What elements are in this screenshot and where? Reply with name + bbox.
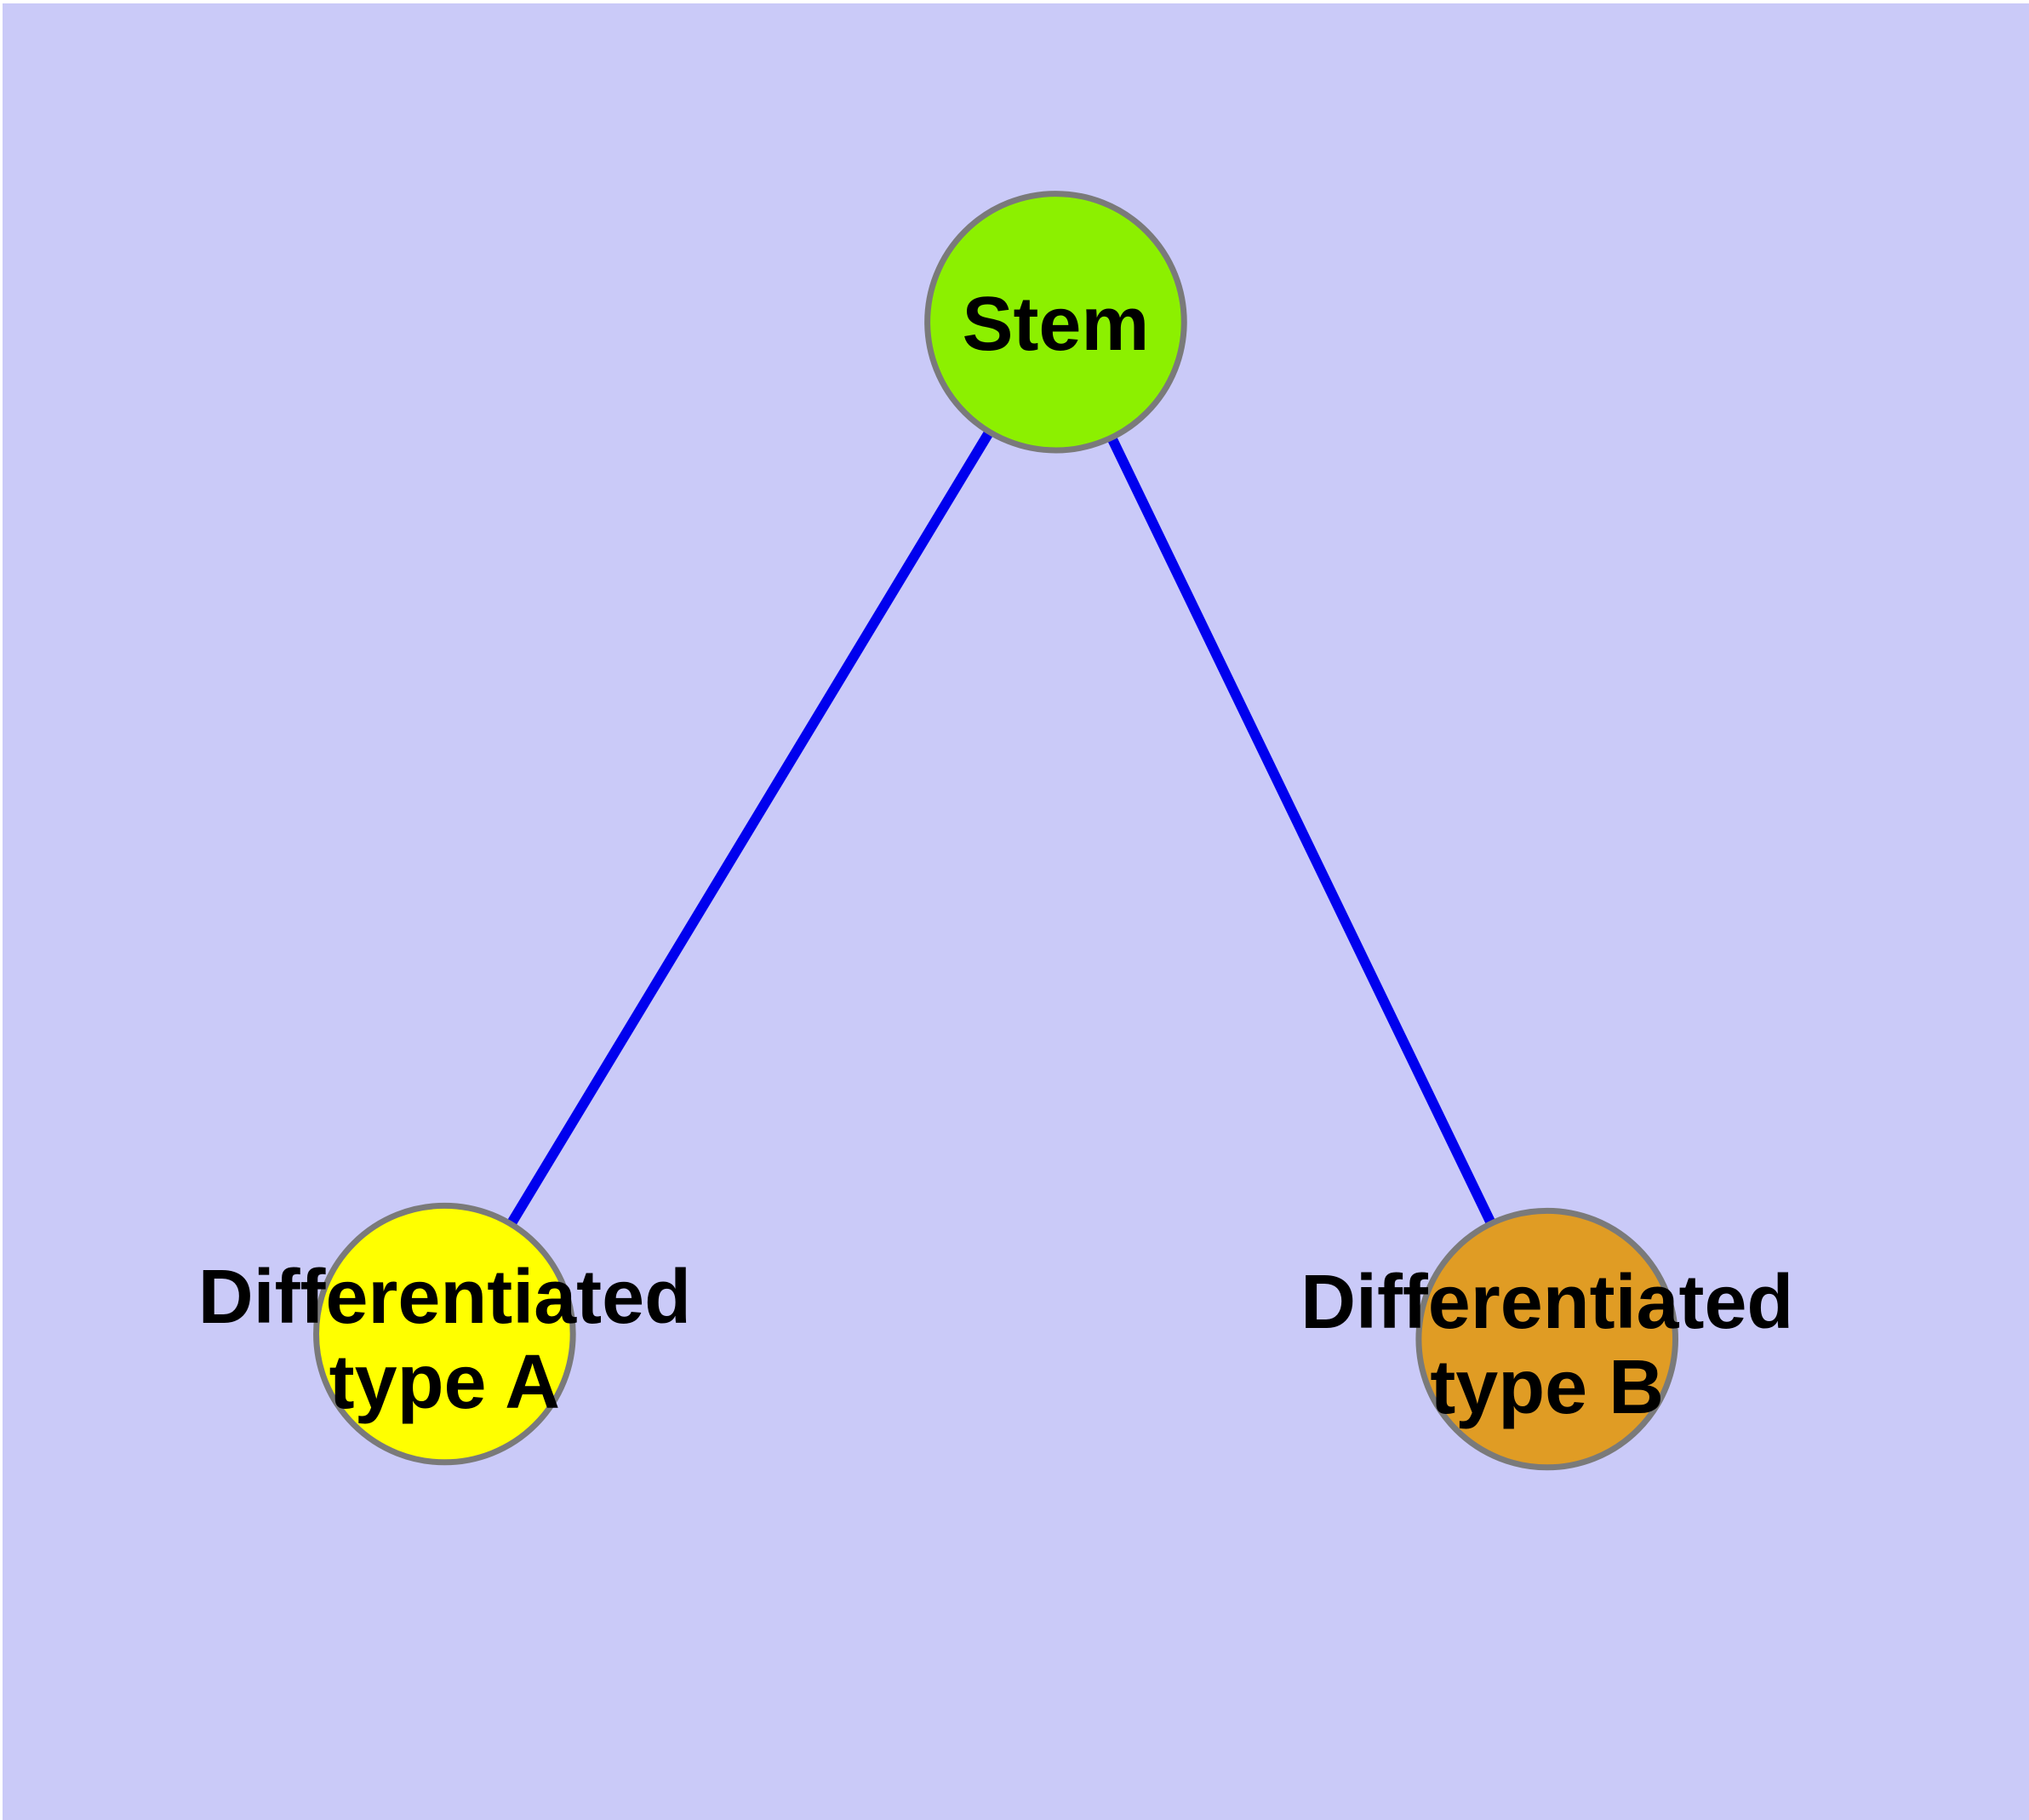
node-type-a-label-line2: type A xyxy=(329,1340,560,1425)
node-stem[interactable] xyxy=(924,191,1187,454)
node-differentiated-type-b[interactable] xyxy=(1415,1207,1679,1471)
node-type-a-label-line1: Differentiated xyxy=(198,1255,691,1340)
node-type-b-label-line1: Differentiated xyxy=(1300,1260,1793,1345)
node-type-b-label-line2: type B xyxy=(1430,1345,1664,1430)
node-stem-label: Stem xyxy=(963,282,1150,367)
node-differentiated-type-a[interactable] xyxy=(313,1202,576,1466)
graph-svg: Stem Differentiated type A Differentiate… xyxy=(198,191,1793,1471)
edge-stem-to-type-b[interactable] xyxy=(1051,319,1552,1342)
edge-stem-to-type-a[interactable] xyxy=(440,319,1060,1337)
